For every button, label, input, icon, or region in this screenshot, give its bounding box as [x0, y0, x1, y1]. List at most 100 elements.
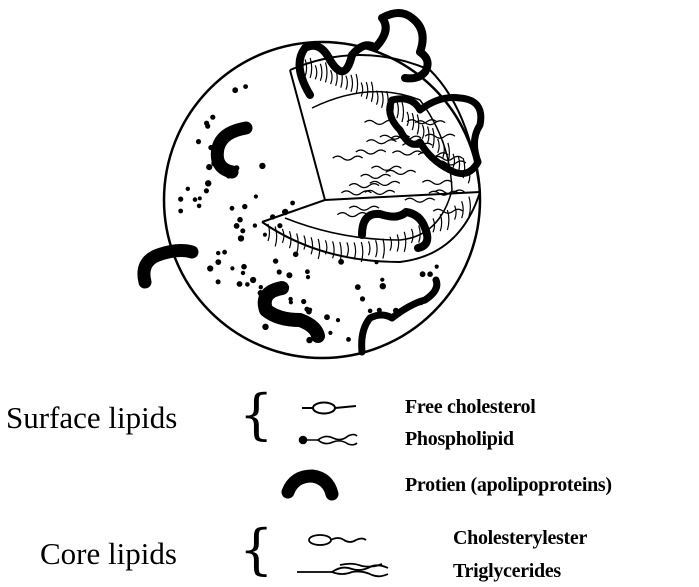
core-lipid-squiggle: [341, 191, 371, 195]
surface-dot: [263, 233, 267, 237]
phospholipid-tail: [325, 240, 327, 254]
surface-dot: [238, 235, 244, 241]
surface-dot: [380, 278, 384, 282]
surface-dot: [338, 259, 344, 265]
triglyceride-icon: [297, 564, 388, 577]
surface-dot: [205, 124, 210, 129]
core-brace: {: [239, 518, 273, 581]
surface-dot: [346, 337, 351, 342]
core-lipid-squiggle: [361, 174, 391, 178]
phospholipid-tail: [297, 233, 299, 253]
surface-dot: [289, 300, 293, 304]
phospholipid-tail: [382, 91, 384, 108]
surface-dot: [178, 209, 183, 214]
phospholipid-tail: [304, 236, 306, 250]
phospholipid-tail: [440, 214, 442, 231]
surface-dot: [380, 283, 386, 289]
surface-dot: [207, 265, 213, 271]
surface-dot: [241, 271, 245, 275]
surface-dot: [243, 84, 248, 89]
surface-dot: [305, 269, 310, 274]
apolipoproteins: [144, 13, 481, 352]
phospholipid-tail: [412, 113, 414, 130]
surface-dot: [286, 272, 292, 278]
surface-dot: [196, 139, 201, 144]
phospholipid-tail: [311, 237, 313, 254]
phospholipid-label: Phospholipid: [405, 428, 514, 451]
surface-dot: [277, 269, 282, 274]
surface-dot: [420, 271, 426, 277]
core-lipids-label: Core lipids: [40, 536, 177, 572]
surface-dot: [254, 194, 258, 198]
surface-dot: [301, 299, 306, 304]
apolipoprotein-top: [300, 13, 428, 95]
phospholipid-tail: [305, 59, 307, 76]
apolipoprotein-bottom-center: [362, 212, 427, 248]
phospholipid-tail: [469, 197, 471, 217]
apolipoprotein-bottom: [362, 280, 437, 352]
phospholipid-tail: [333, 241, 335, 258]
phospholipid-tail: [356, 74, 358, 94]
free-cholesterol-icon: [302, 403, 356, 414]
surface-brace: {: [239, 383, 273, 446]
surface-dot: [336, 318, 340, 322]
surface-dot: [259, 285, 263, 289]
cholesterylester-label: Cholesterylester: [453, 527, 587, 550]
core-lipid-squiggle: [333, 156, 363, 160]
phospholipid-tail: [369, 241, 371, 255]
surface-dot: [240, 228, 245, 233]
surface-dot: [178, 197, 183, 202]
phospholipid-tail: [412, 229, 414, 243]
surface-dot: [306, 275, 310, 279]
surface-dot: [277, 223, 282, 228]
phospholipid-tail: [376, 240, 378, 257]
surface-dot: [253, 223, 257, 227]
surface-dot: [435, 265, 439, 269]
surface-dot: [237, 281, 243, 287]
surface-dot: [216, 279, 221, 284]
surface-dot: [262, 324, 268, 330]
core-lipid-squiggle: [337, 213, 367, 217]
surface-dot: [355, 284, 361, 290]
surface-dot: [216, 251, 220, 255]
phospholipid-tail: [320, 64, 322, 81]
surface-dot: [360, 296, 365, 301]
core-lipid-squiggle: [349, 184, 379, 188]
protein-label: Protien (apolipoproteins): [405, 474, 612, 497]
surface-dot: [259, 163, 265, 169]
phospholipid-tail: [275, 227, 277, 247]
surface-dot: [198, 196, 202, 200]
core-lipid-squiggle: [366, 140, 396, 144]
surface-dot: [230, 206, 235, 211]
phospholipid-tail: [443, 141, 445, 158]
core-lipid-squiggle: [356, 150, 386, 154]
surface-dot: [215, 259, 221, 265]
surface-dot: [186, 187, 190, 191]
surface-dot: [241, 264, 247, 270]
triglycerides-label: Triglycerides: [453, 560, 561, 583]
surface-dot: [290, 201, 295, 206]
phospholipid-tail: [383, 239, 385, 259]
phospholipid-tail: [361, 83, 363, 97]
free-cholesterol-label: Free cholesterol: [405, 396, 536, 419]
surface-dot: [273, 258, 278, 263]
phospholipid-tail: [377, 91, 379, 105]
core-lipid-squiggle: [405, 198, 435, 202]
surface-dot: [427, 271, 433, 277]
apolipoprotein-left-hook: [217, 128, 246, 172]
phospholipid-tail: [366, 82, 368, 99]
protein-icon: [288, 476, 332, 494]
phospholipid-tail: [422, 125, 424, 139]
phospholipid-tail: [404, 232, 406, 252]
cholesterylester-icon: [309, 535, 366, 545]
phospholipid-tail: [417, 114, 419, 134]
phospholipid-tail: [346, 76, 348, 90]
surface-dot: [237, 217, 243, 223]
surface-dot: [308, 308, 312, 312]
core-lipid-squiggle: [422, 180, 452, 184]
cutaway-section: [262, 55, 480, 262]
phospholipid-tail: [315, 65, 317, 79]
phospholipid-tail: [268, 224, 270, 241]
phospholipid-tail: [453, 154, 455, 168]
